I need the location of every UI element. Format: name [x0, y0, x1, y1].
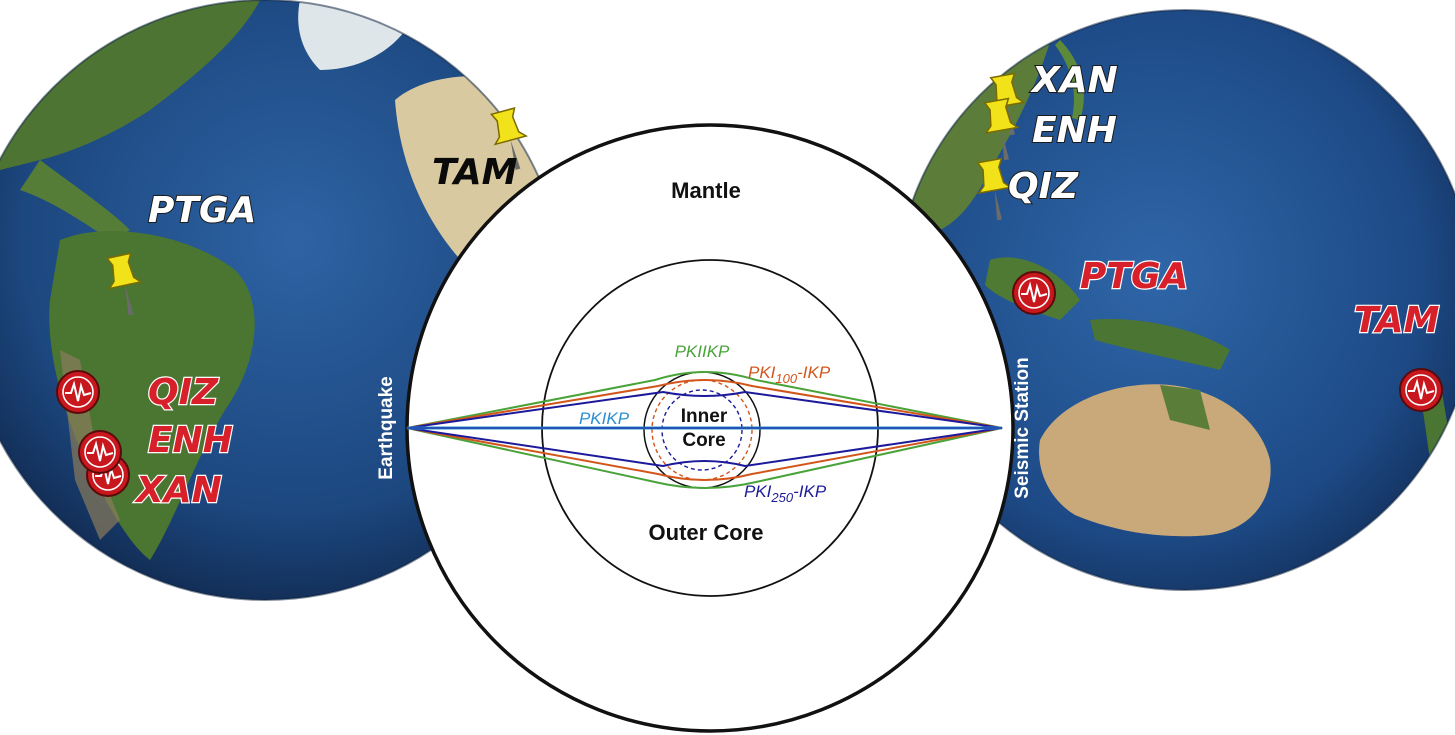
right-event-tam: TAM [1354, 300, 1440, 341]
outer-core-label: Outer Core [649, 520, 764, 545]
inner-core-label-line2: Core [682, 430, 725, 451]
left-event-tam: TAM [432, 152, 518, 193]
ray-paths [406, 371, 1003, 489]
right-event-ptga: PTGA [1080, 256, 1188, 297]
earthquake-label: Earthquake [376, 376, 397, 479]
inner-core-label-line1: Inner [681, 406, 728, 427]
pkikp-label: PKIKP [579, 409, 630, 428]
pki250-ikp-label: PKI250-IKP [744, 482, 827, 505]
seismometer-icon [78, 430, 122, 474]
seismometer-icon [1399, 368, 1443, 412]
left-globe-markers: PTGA TAM QIZ ENH XAN [56, 106, 535, 512]
right-station-enh: ENH [1032, 110, 1117, 151]
seismic-station-label: Seismic Station [1012, 357, 1033, 499]
seismometer-icon [1012, 271, 1056, 315]
inner-core-250km-contour [661, 389, 743, 471]
left-station-qiz: QIZ [148, 372, 219, 413]
seismometer-icon [56, 370, 100, 414]
right-station-xan: XAN [1030, 60, 1118, 101]
pkiikp-label: PKIIKP [675, 342, 730, 361]
mantle-label: Mantle [671, 178, 741, 203]
left-station-xan: XAN [134, 470, 222, 511]
right-globe-markers: XAN ENH QIZ PTGA TAM [973, 59, 1443, 412]
left-station-enh: ENH [148, 420, 233, 461]
earth-cross-section: Mantle Outer Core Inner Core PKIIKP PKIK… [405, 123, 1015, 733]
pki100-ikp-label: PKI100-IKP [748, 363, 831, 386]
right-station-qiz: QIZ [1008, 166, 1079, 207]
left-event-ptga: PTGA [148, 190, 256, 231]
